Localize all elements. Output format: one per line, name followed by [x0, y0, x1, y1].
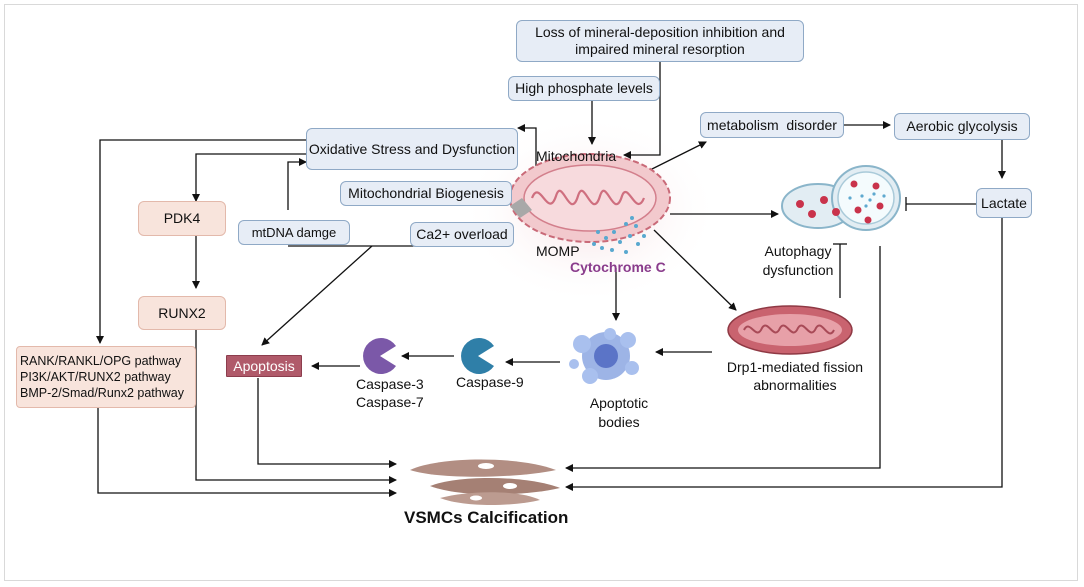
ca-overload-box: Ca2+ overload	[410, 222, 514, 247]
lactate-label: Lactate	[981, 194, 1027, 211]
oxidative-stress-box: Oxidative Stress and Dysfunction	[306, 128, 518, 170]
pathway-item: PI3K/AKT/RUNX2 pathway	[20, 370, 171, 384]
pathways-list: RANK/RANKL/OPG pathway PI3K/AKT/RUNX2 pa…	[17, 353, 184, 401]
apoptotic-bodies-illustration	[569, 328, 639, 384]
aerobic-glycolysis-box: Aerobic glycolysis	[894, 113, 1030, 140]
metabolism-disorder-label: metabolism disorder	[707, 116, 837, 133]
caspase-9-label: Caspase-9	[456, 374, 524, 390]
apoptosis-label: Apoptosis	[233, 357, 295, 374]
mtdna-damage-box: mtDNA damge	[238, 220, 350, 245]
runx2-label: RUNX2	[158, 304, 206, 321]
pathway-item: RANK/RANKL/OPG pathway	[20, 354, 182, 368]
apoptosis-box: Apoptosis	[226, 355, 302, 377]
cytochrome-c-label: Cytochrome C	[570, 259, 666, 275]
high-phosphate-box: High phosphate levels	[508, 76, 660, 101]
lactate-box: Lactate	[976, 188, 1032, 218]
drp1-label: Drp1-mediated fission abnormalities	[726, 359, 864, 393]
loss-mineral-label: Loss of mineral-deposition inhibition an…	[535, 24, 785, 57]
arrow-ca-to-apoptosis	[261, 245, 373, 346]
mtdna-damage-label: mtDNA damge	[251, 225, 337, 240]
mitochondrion-illustration	[509, 153, 671, 243]
arrow-lactate-to-vsmc	[565, 218, 1003, 491]
caspase-3-icon	[363, 338, 396, 375]
caspase-3-label: Caspase-3	[356, 376, 424, 392]
caspase-9-icon	[461, 338, 494, 375]
momp-label: MOMP	[536, 243, 580, 259]
arrow-mtdna-to-oxidative	[287, 158, 307, 210]
arrow-mito-to-drp1	[653, 229, 737, 311]
mito-biogenesis-box: Mitochondrial Biogenesis	[340, 181, 512, 206]
metabolism-disorder-box: metabolism disorder	[700, 112, 844, 138]
mito-biogenesis-label: Mitochondrial Biogenesis	[348, 185, 504, 201]
ca-overload-label: Ca2+ overload	[416, 226, 508, 242]
vsmcs-title: VSMCs Calcification	[404, 508, 569, 527]
arrow-oxidative-to-pdk4	[192, 153, 306, 202]
cytochrome-c-dots	[592, 216, 646, 254]
figure-frame	[4, 4, 1078, 581]
arrow-oxidative-to-pathways	[96, 139, 306, 344]
pdk4-box: PDK4	[138, 201, 226, 236]
mitochondria-label: Mitochondria	[536, 148, 617, 164]
caspase-7-label: Caspase-7	[356, 394, 424, 410]
oxidative-stress-label: Oxidative Stress and Dysfunction	[308, 140, 516, 157]
high-phosphate-label: High phosphate levels	[515, 80, 653, 96]
arrow-pathways-to-vsmc	[97, 408, 397, 497]
pdk4-label: PDK4	[163, 210, 201, 226]
pathway-item: BMP-2/Smad/Runx2 pathway	[20, 386, 184, 400]
arrow-apoptosis-to-vsmc	[257, 378, 397, 468]
arrow-loss-to-mito	[623, 62, 661, 159]
autophagy-cell-illustration	[781, 165, 901, 231]
aerobic-glycolysis-label: Aerobic glycolysis	[906, 118, 1018, 134]
loss-mineral-box: Loss of mineral-deposition inhibition an…	[516, 20, 804, 62]
pathways-box: RANK/RANKL/OPG pathway PI3K/AKT/RUNX2 pa…	[16, 346, 196, 408]
arrow-mito-to-oxidative	[517, 124, 537, 168]
runx2-box: RUNX2	[138, 296, 226, 330]
autophagy-dysfunction-label: Autophagy dysfunction	[762, 243, 834, 278]
drp1-mitochondrion-illustration	[727, 305, 853, 355]
connectors	[96, 62, 1006, 497]
vsmc-cells-illustration	[410, 459, 560, 505]
arrow-runx2-to-vsmc	[195, 330, 397, 484]
apoptotic-bodies-label: Apoptotic bodies	[589, 395, 649, 430]
arrow-mito-to-metabolism	[649, 141, 707, 171]
arrow-autophagy-to-vsmc	[565, 246, 881, 472]
